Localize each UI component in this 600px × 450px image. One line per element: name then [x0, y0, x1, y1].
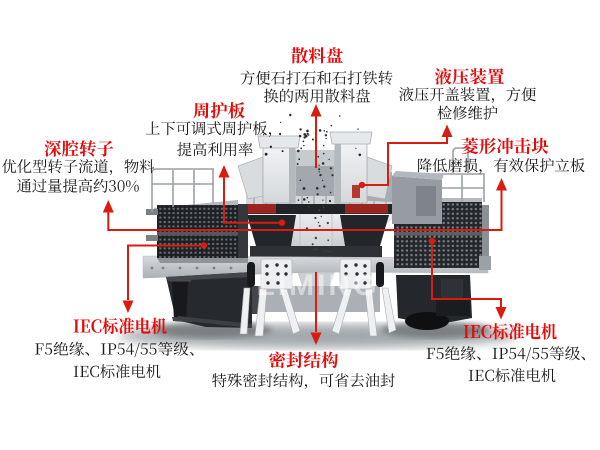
svg-text:LIMING: LIMING: [257, 269, 380, 302]
